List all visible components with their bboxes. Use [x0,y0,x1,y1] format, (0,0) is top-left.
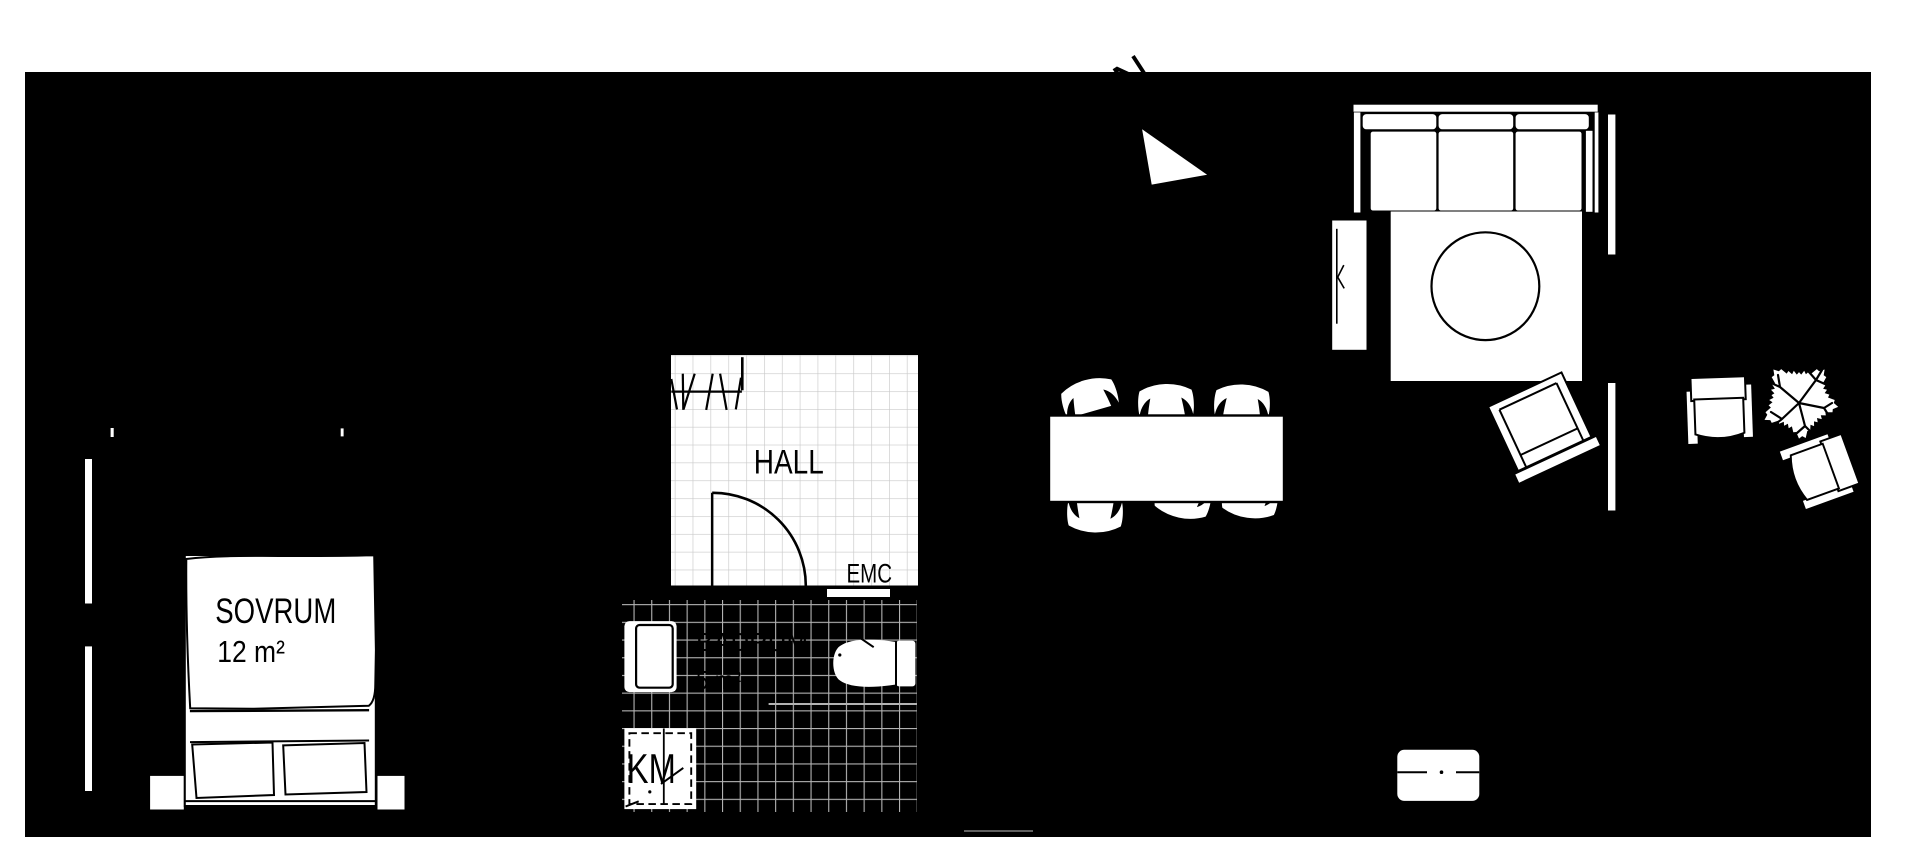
svg-text:HALL: HALL [754,443,824,481]
svg-text:12 m²: 12 m² [217,634,285,669]
svg-text:KM: KM [627,745,676,792]
svg-text:EMC: EMC [847,558,893,588]
svg-text:SOVRUM: SOVRUM [215,592,336,631]
svg-text:5 m²: 5 m² [696,665,741,695]
svg-text:BADRUM: BADRUM [696,627,808,657]
